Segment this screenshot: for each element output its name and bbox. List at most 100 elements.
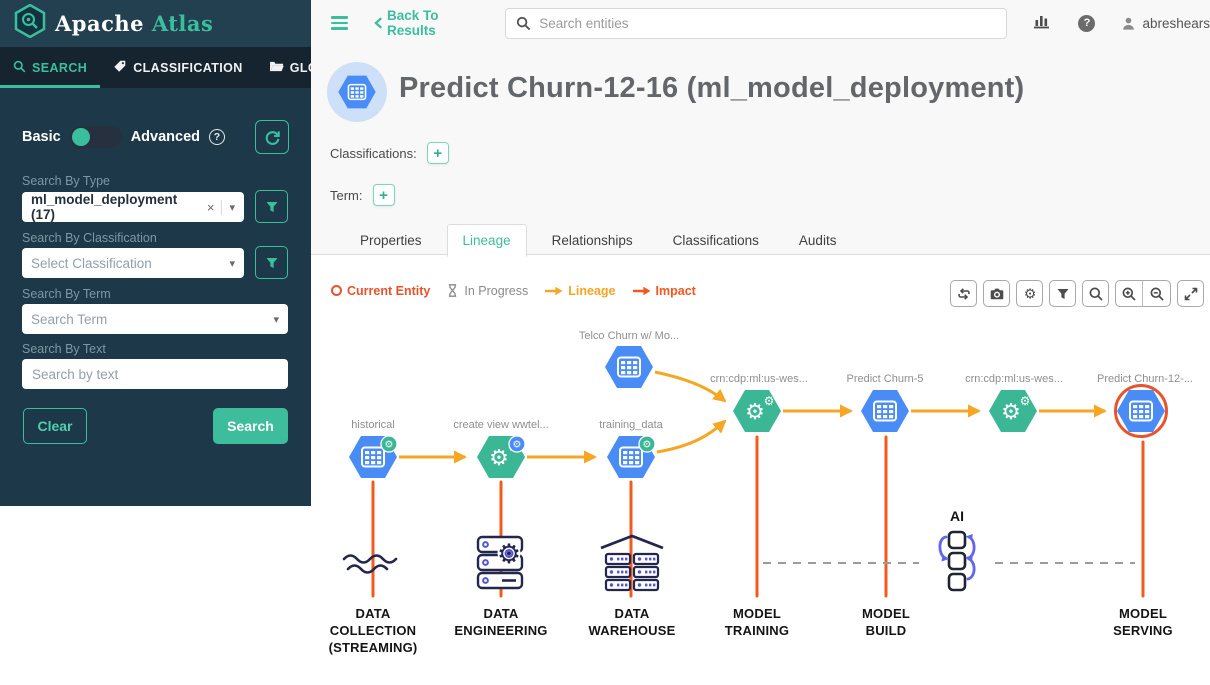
nav-tab-search[interactable]: SEARCH [0, 47, 101, 88]
lineage-node-process-2[interactable] [986, 388, 1040, 434]
page-title: Predict Churn-12-16 (ml_model_deployment… [399, 72, 1025, 104]
basic-advanced-toggle[interactable] [69, 126, 122, 148]
entity-type-icon [327, 62, 387, 122]
menu-icon[interactable] [331, 13, 349, 33]
zoom-out-icon [1150, 287, 1164, 301]
nav-tab-search-label: SEARCH [32, 60, 88, 75]
search-by-type-label: Search By Type [22, 174, 111, 188]
zoom-in-icon [1122, 287, 1136, 301]
server-gear-icon: ⚙ [472, 534, 530, 599]
lineage-legend: Current Entity In Progress Lineage Impac… [331, 283, 696, 298]
main-content: Back To Results ? abreshears Predict Chu… [311, 0, 1210, 685]
user-menu[interactable]: abreshears [1121, 16, 1210, 31]
user-icon [1123, 17, 1135, 30]
topbar: Back To Results ? abreshears [311, 0, 1210, 46]
back-to-results-label: Back To Results [387, 8, 439, 38]
lineage-node-process-1[interactable] [730, 388, 784, 434]
ai-loop-icon [932, 530, 982, 597]
advanced-help-icon[interactable]: ? [209, 129, 226, 145]
clear-button[interactable]: Clear [23, 408, 87, 444]
chevron-down-icon: ▾ [273, 313, 279, 326]
term-select-placeholder: Search Term [31, 311, 108, 327]
search-node-button[interactable] [1082, 280, 1109, 307]
node-label: historical [351, 419, 395, 431]
refresh-lineage-button[interactable] [950, 280, 977, 307]
table-hexagon-icon [860, 389, 910, 433]
classifications-label: Classifications: [330, 145, 417, 161]
search-mode-row: Basic Advanced ? [22, 126, 226, 148]
lineage-toolbar: ⚙ [950, 280, 1204, 307]
legend-in-progress: In Progress [446, 283, 528, 298]
chevron-down-icon: ▾ [229, 257, 235, 270]
search-by-term-label: Search By Term [22, 287, 111, 301]
tab-relationships[interactable]: Relationships [551, 233, 633, 248]
username-label: abreshears [1142, 15, 1210, 31]
app-title: Apache Atlas [55, 11, 214, 36]
type-select-value: ml_model_deployment (17) [31, 192, 178, 222]
node-label: crn:cdp:ml:us-wes... [710, 373, 808, 385]
add-term-button[interactable]: + [372, 184, 395, 206]
nav-tab-classification[interactable]: CLASSIFICATION [100, 47, 256, 88]
search-text-input[interactable] [22, 359, 288, 389]
classification-select-placeholder: Select Classification [31, 255, 152, 271]
node-label: create view wwtel... [453, 419, 549, 431]
lineage-node-historical[interactable] [346, 434, 400, 480]
lineage-node-telco-churn[interactable] [602, 344, 656, 390]
lineage-node-predict-churn-12[interactable] [1114, 388, 1168, 434]
node-label: crn:cdp:ml:us-wes... [965, 373, 1063, 385]
topbar-icons: ? abreshears [1033, 12, 1210, 34]
atlas-logo-icon [14, 3, 46, 43]
process-hexagon-icon [989, 390, 1037, 432]
classification-select[interactable]: Select Classification ▾ [22, 248, 244, 278]
tab-classifications[interactable]: Classifications [672, 233, 759, 248]
entity-tabs: Properties Lineage Relationships Classif… [311, 223, 1210, 257]
statistics-icon[interactable] [1033, 12, 1052, 34]
clear-type-icon[interactable]: × [205, 199, 223, 215]
tab-properties[interactable]: Properties [360, 233, 422, 248]
screenshot-button[interactable] [983, 280, 1010, 307]
folder-icon [269, 60, 284, 76]
svg-text:⚙: ⚙ [497, 539, 521, 570]
node-label: Predict Churn-12-... [1097, 373, 1193, 385]
stage-label-model-build: MODEL BUILD [862, 606, 910, 638]
filter-lineage-button[interactable] [1049, 280, 1076, 307]
lineage-node-create-view[interactable] [474, 434, 528, 480]
back-to-results-link[interactable]: Back To Results [374, 8, 487, 38]
lineage-canvas[interactable]: Telco Churn w/ Mo... historical create v… [311, 300, 1210, 685]
warehouse-icon [598, 534, 666, 599]
lineage-arrow-icon [545, 286, 563, 295]
process-hexagon-icon [477, 435, 526, 478]
settings-button[interactable]: ⚙ [1016, 280, 1043, 307]
table-hexagon-icon [604, 345, 654, 389]
type-select[interactable]: ml_model_deployment (17) × ▾ [22, 192, 244, 222]
search-button[interactable]: Search [213, 408, 288, 444]
fullscreen-button[interactable] [1177, 280, 1204, 307]
tab-lineage[interactable]: Lineage [446, 224, 527, 257]
refresh-search-button[interactable] [255, 120, 289, 154]
add-classification-button[interactable]: + [426, 142, 449, 164]
term-label: Term: [330, 187, 363, 203]
type-filter-button[interactable] [255, 190, 288, 223]
stage-label-data-warehouse: DATA WAREHOUSE [588, 606, 676, 638]
lineage-node-training-data[interactable] [604, 434, 658, 480]
nav-tab-classification-label: CLASSIFICATION [133, 60, 243, 75]
term-select[interactable]: Search Term ▾ [22, 304, 288, 334]
refresh-icon [957, 287, 970, 300]
stage-label-model-serving: MODEL SERVING [1113, 606, 1173, 638]
svg-text:⚙: ⚙ [1023, 286, 1036, 302]
refresh-icon [265, 130, 280, 145]
help-icon[interactable]: ? [1078, 14, 1096, 32]
search-by-classification-label: Search By Classification [22, 231, 157, 245]
zoom-out-button[interactable] [1143, 281, 1170, 306]
basic-mode-label: Basic [22, 129, 61, 145]
hourglass-icon [449, 284, 457, 297]
search-icon [1089, 287, 1103, 301]
lineage-node-predict-churn-5[interactable] [858, 388, 912, 434]
zoom-in-button[interactable] [1116, 281, 1143, 306]
entity-search-input[interactable] [539, 15, 997, 31]
classification-filter-button[interactable] [255, 246, 288, 279]
expand-icon [1184, 287, 1197, 300]
tab-audits[interactable]: Audits [798, 233, 837, 248]
search-icon [517, 16, 531, 30]
